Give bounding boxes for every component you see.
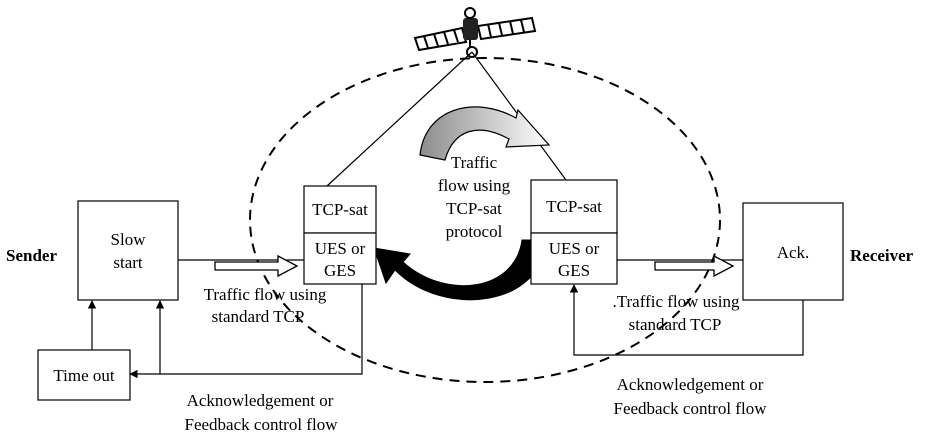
sender-label: Sender <box>6 246 57 265</box>
right-ues-ges-text-line2: GES <box>558 261 590 280</box>
tcp-sat-flow-arrow-upper <box>419 106 551 161</box>
ack-box <box>742 202 844 301</box>
right-ues-ges-box <box>530 232 618 285</box>
left-feedback-text-line2: Feedback control flow <box>185 415 339 434</box>
satellite-icon <box>413 7 537 58</box>
right-tcp-sat-text: TCP-sat <box>546 197 602 216</box>
right-flow-text-line1: .Traffic flow using <box>612 292 740 311</box>
satellite-flow-text-line3: TCP-sat <box>446 199 502 218</box>
satellite-flow-text-line4: protocol <box>446 222 503 241</box>
left-forward-hollow-arrow <box>214 254 299 278</box>
satellite-coverage-ellipse <box>249 57 721 383</box>
left-ues-ges-text-line1: UES or <box>315 239 366 258</box>
left-feedback-text-line1: Acknowledgement or <box>187 391 334 410</box>
right-feedback-text-line2: Feedback control flow <box>614 399 768 418</box>
right-feedback-path <box>569 284 804 356</box>
right-forward-hollow-arrow <box>654 254 735 278</box>
slow-start-box <box>77 200 179 301</box>
right-flow-text-line2: standard TCP <box>629 315 722 334</box>
satellite-flow-text-line1: Traffic <box>451 153 498 172</box>
tcp-sat-flow-arrow-lower <box>373 239 546 301</box>
left-flow-text-line1: Traffic flow using <box>204 285 327 304</box>
left-flow-text-line2: standard TCP <box>212 307 305 326</box>
time-out-text: Time out <box>53 366 115 385</box>
slow-start-text-line1: Slow <box>111 230 147 249</box>
time-out-box <box>37 349 131 401</box>
left-ues-ges-text-line2: GES <box>324 261 356 280</box>
left-tcp-sat-box <box>303 185 377 234</box>
satellite-flow-text-line2: flow using <box>438 176 511 195</box>
slow-start-text-line2: start <box>113 253 143 272</box>
right-tcp-sat-box <box>530 179 618 234</box>
right-ues-ges-text-line1: UES or <box>549 239 600 258</box>
right-feedback-text-line1: Acknowledgement or <box>617 375 764 394</box>
left-feedback-path <box>129 284 363 379</box>
ack-text: Ack. <box>777 243 810 262</box>
left-tcp-sat-text: TCP-sat <box>312 200 368 219</box>
left-ues-ges-box <box>303 232 377 285</box>
receiver-label: Receiver <box>850 246 914 265</box>
uplink-line-left <box>326 51 473 187</box>
